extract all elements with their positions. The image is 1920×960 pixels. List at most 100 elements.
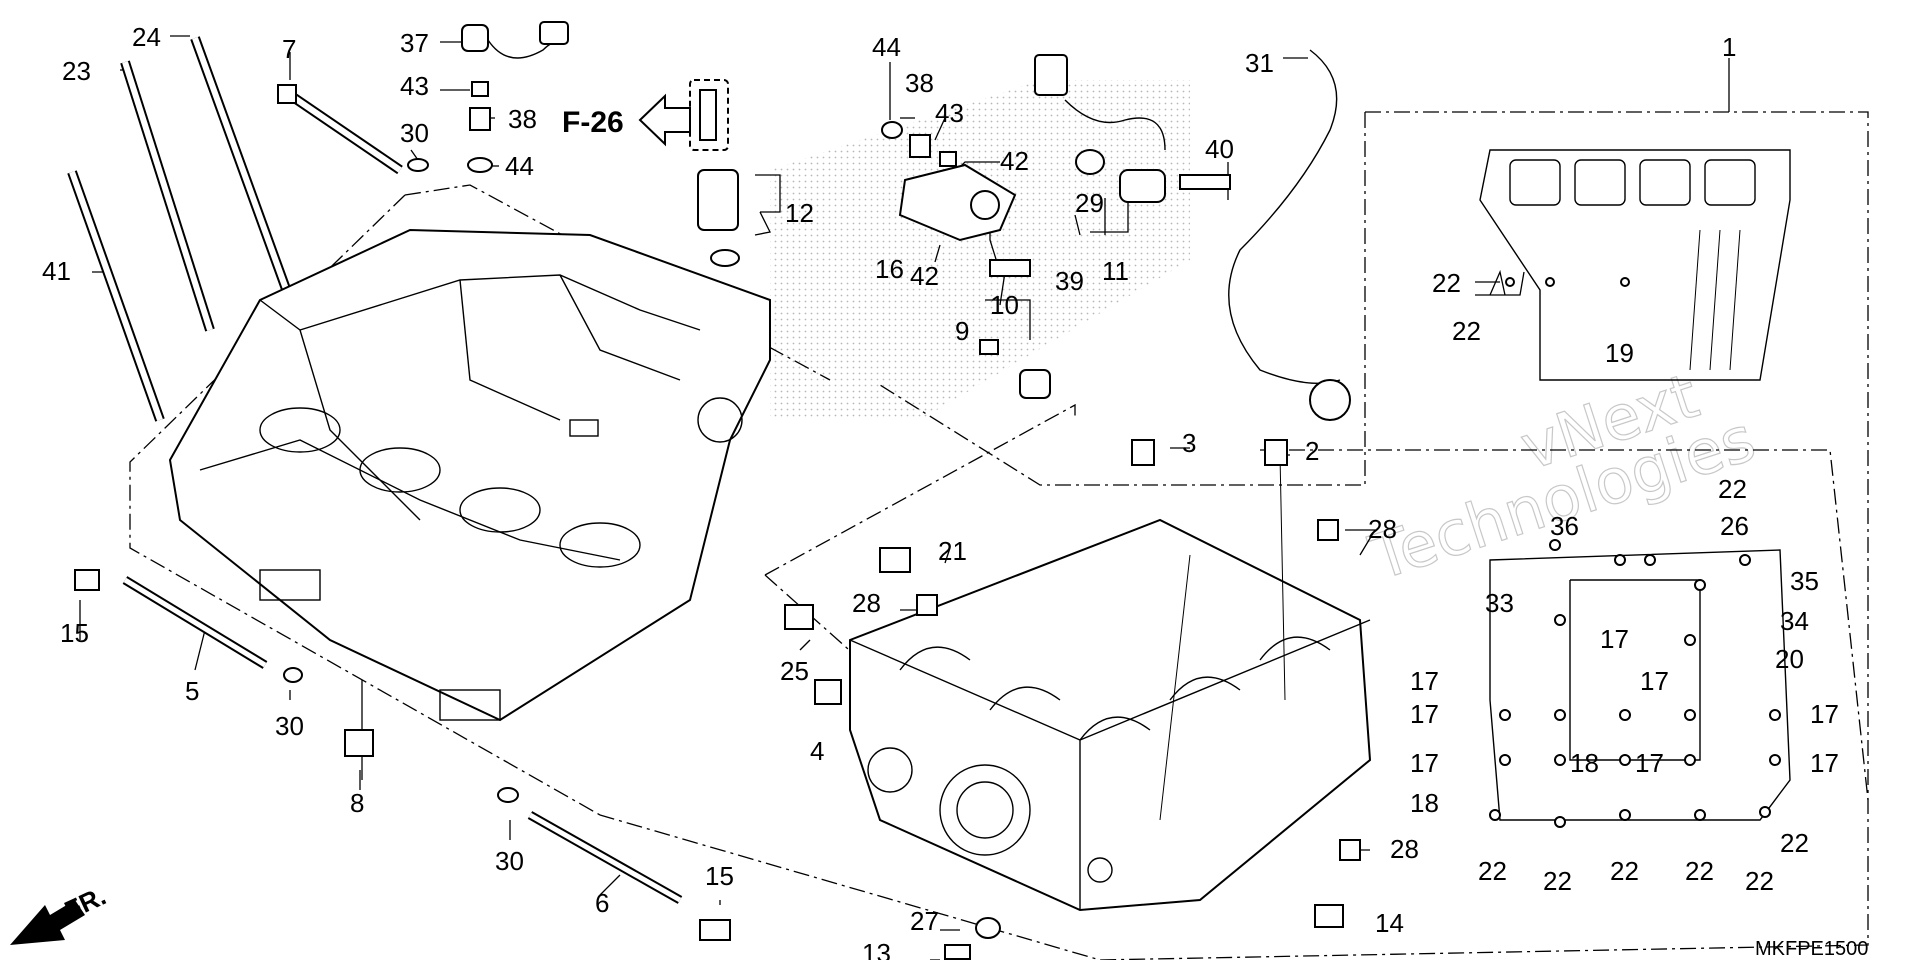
callout-22-a: 22 xyxy=(1432,268,1461,298)
callout-17-h: 17 xyxy=(1810,748,1839,778)
callout-6: 6 xyxy=(595,888,609,918)
dowel-3 xyxy=(1131,439,1155,466)
callout-31: 31 xyxy=(1245,48,1274,78)
callout-17-g: 17 xyxy=(1635,748,1664,778)
bolt-6 xyxy=(527,811,683,904)
callout-22-f: 22 xyxy=(1610,856,1639,886)
callout-22-g: 22 xyxy=(1685,856,1714,886)
callout-30-top: 30 xyxy=(400,118,429,148)
switch-38 xyxy=(469,107,491,131)
callout-15-left: 15 xyxy=(60,618,89,648)
stud-41 xyxy=(67,170,165,422)
plug-4 xyxy=(814,679,842,705)
callout-18-b: 18 xyxy=(1410,788,1439,818)
reference-arrow-icon xyxy=(638,93,691,147)
callout-27: 27 xyxy=(910,906,939,936)
oring-29 xyxy=(1075,149,1105,175)
callout-41: 41 xyxy=(42,256,71,286)
bolt-40 xyxy=(1179,174,1231,190)
callout-18-a: 18 xyxy=(1570,748,1599,778)
callout-28-b: 28 xyxy=(852,588,881,618)
switch-38-mid xyxy=(909,134,931,158)
connector-11 xyxy=(1034,54,1068,96)
front-arrow-icon xyxy=(10,900,85,945)
section-reference-label[interactable]: F-26 xyxy=(562,106,624,139)
callout-11: 11 xyxy=(1102,256,1129,286)
callout-17-a: 17 xyxy=(1600,624,1629,654)
section-reference[interactable]: F-26 xyxy=(562,93,691,147)
callout-labels: 1 2 3 4 5 6 7 8 9 10 11 12 13 14 15 15 1… xyxy=(42,22,1839,960)
washer-30-left xyxy=(283,667,303,683)
callout-22-b: 22 xyxy=(1452,316,1481,346)
callout-39: 39 xyxy=(1055,266,1084,296)
sensor-37 xyxy=(461,24,489,52)
hose-31 xyxy=(1228,49,1341,384)
callout-17-f: 17 xyxy=(1410,748,1439,778)
callout-22-i: 22 xyxy=(1780,828,1809,858)
callout-30-left: 30 xyxy=(275,711,304,741)
callout-8: 8 xyxy=(350,788,364,818)
washer-27 xyxy=(975,917,1001,939)
callout-29: 29 xyxy=(1075,188,1104,218)
callout-43-top: 43 xyxy=(400,71,429,101)
washer-44-mid xyxy=(881,121,903,139)
bolt-39 xyxy=(989,259,1031,277)
nut-43 xyxy=(471,81,489,97)
callout-28-a: 28 xyxy=(1368,514,1397,544)
callout-28-c: 28 xyxy=(1390,834,1419,864)
bolt-14 xyxy=(1314,904,1344,928)
callout-22-c: 22 xyxy=(1718,474,1747,504)
callout-22-e: 22 xyxy=(1543,866,1572,896)
oring-12 xyxy=(710,249,740,267)
callout-40: 40 xyxy=(1205,134,1234,164)
lower-crankcase xyxy=(849,454,1372,912)
callout-42-b: 42 xyxy=(910,261,939,291)
bolt-15-lower xyxy=(699,919,731,941)
callout-16: 16 xyxy=(875,254,904,284)
bolt-7 xyxy=(277,84,403,175)
dowel-28-c xyxy=(1339,839,1361,861)
small-parts xyxy=(74,21,1361,960)
callout-20: 20 xyxy=(1775,644,1804,674)
washer-30-top xyxy=(407,158,429,172)
callout-36: 36 xyxy=(1550,511,1579,541)
stud-24 xyxy=(190,36,295,302)
callout-17-b: 17 xyxy=(1410,666,1439,696)
callout-24: 24 xyxy=(132,22,161,52)
callout-26: 26 xyxy=(1720,511,1749,541)
callout-34: 34 xyxy=(1780,606,1809,636)
callout-33: 33 xyxy=(1485,588,1514,618)
plug-25 xyxy=(784,604,814,630)
dowel-28-a xyxy=(1317,519,1339,541)
callout-23: 23 xyxy=(62,56,91,86)
dowel-8 xyxy=(344,729,374,757)
callout-4: 4 xyxy=(810,736,824,766)
callout-38-mid: 38 xyxy=(905,68,934,98)
callout-30-lower: 30 xyxy=(495,846,524,876)
sensor-11 xyxy=(1119,169,1166,203)
callout-3: 3 xyxy=(1182,428,1196,458)
washer-44 xyxy=(467,157,493,173)
gasket-upper xyxy=(1479,149,1791,381)
studs xyxy=(67,36,683,904)
bolt-5 xyxy=(122,576,268,669)
callout-10: 10 xyxy=(990,290,1019,320)
callout-22-h: 22 xyxy=(1745,866,1774,896)
bolt-f26 xyxy=(699,89,717,141)
callout-15-lower: 15 xyxy=(705,861,734,891)
callout-35: 35 xyxy=(1790,566,1819,596)
callout-17-e: 17 xyxy=(1810,699,1839,729)
dowel-28-b xyxy=(916,594,938,616)
callout-2: 2 xyxy=(1305,436,1319,466)
washer-30-lower xyxy=(497,787,519,803)
callout-9: 9 xyxy=(955,316,969,346)
nut-43-mid xyxy=(939,151,957,167)
sensor-12 xyxy=(697,169,739,231)
callout-44-mid: 44 xyxy=(872,32,901,62)
callout-42-a: 42 xyxy=(1000,146,1029,176)
callout-12: 12 xyxy=(785,198,814,228)
callout-21: 21 xyxy=(938,536,967,566)
callout-14: 14 xyxy=(1375,908,1404,938)
bolt-13 xyxy=(944,944,971,960)
